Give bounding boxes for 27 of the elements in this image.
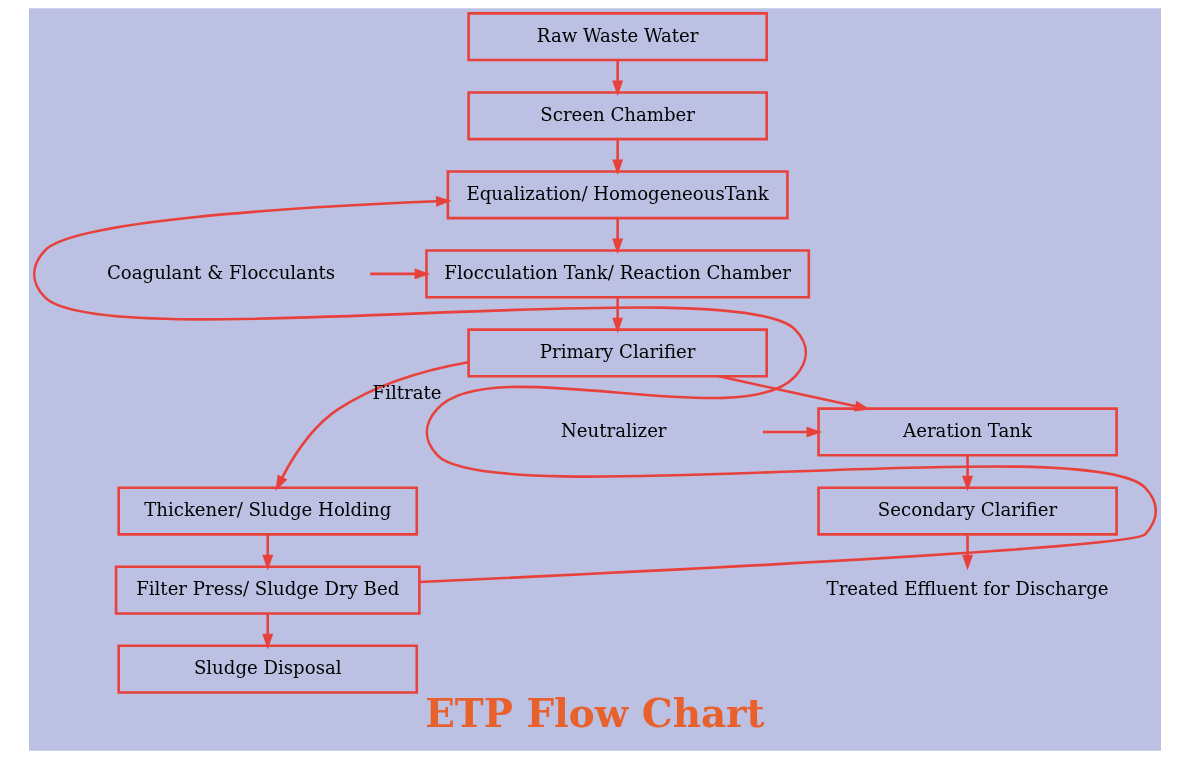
node-box: Filter Press/ Sludge Dry Bed: [114, 565, 421, 615]
edge-label: Filtrate: [372, 381, 442, 403]
node-box: Sludge Disposal: [117, 644, 419, 694]
arrow: [763, 426, 823, 438]
arrow: [962, 534, 973, 571]
arrow: [612, 218, 624, 255]
diagram-title: ETP Flow Chart: [425, 691, 765, 737]
arrow: [262, 534, 274, 571]
node-box: Thickener/ Sludge Holding: [117, 486, 419, 536]
arrow: [962, 455, 973, 492]
node-box: Raw Waste Water: [467, 12, 768, 62]
node-text: Neutralizer: [560, 419, 667, 441]
node-box: Secondary Clarifier: [817, 486, 1118, 536]
node-box: Aeration Tank: [817, 407, 1118, 457]
node-box: Flocculation Tank/ Reaction Chamber: [425, 249, 811, 299]
arrow: [370, 268, 431, 280]
arrow: [718, 375, 871, 412]
arrow: [262, 613, 274, 650]
arrow: [612, 60, 624, 97]
node-text: Treated Effluent for Discharge: [826, 577, 1109, 599]
arrow: [275, 360, 469, 491]
arrow: [612, 297, 624, 334]
node-box: Primary Clarifier: [467, 328, 768, 378]
node-box: Equalization/ HomogeneousTank: [446, 170, 789, 220]
arrow: [612, 139, 624, 176]
node-box: Screen Chamber: [467, 91, 768, 141]
node-text: Coagulant & Flocculants: [106, 261, 336, 283]
